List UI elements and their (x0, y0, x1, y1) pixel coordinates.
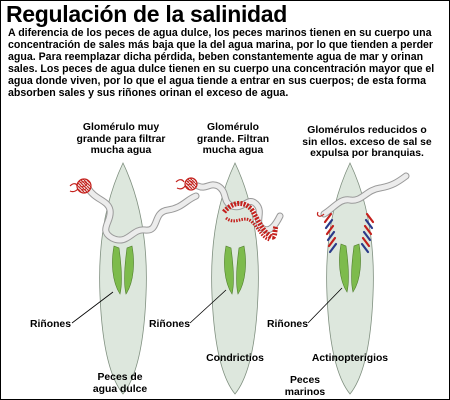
intro-paragraph: A diferencia de los peces de agua dulce,… (8, 27, 435, 99)
glomerulus-label-chondrichthyes: Glomérulo grande. Filtran mucha agua (183, 122, 283, 157)
label-line: mucha agua (90, 145, 152, 156)
label-line: marinos (284, 386, 326, 398)
label-line: Glomérulo (207, 122, 259, 133)
label-line: expulsa por branquias. (310, 148, 424, 159)
kidney-pointer-1 (71, 291, 114, 324)
kidney-icon-freshwater (112, 245, 134, 295)
page-title: Regulación de la salinidad (6, 1, 288, 27)
kidney-icon-actinopterygii (339, 243, 361, 293)
label-line: sin ellos. exceso de sal se (302, 136, 432, 148)
kidney-icon-chondrichthyes (224, 245, 246, 295)
kidney-label-freshwater: Riñones (30, 319, 71, 330)
kidney-pointer-2 (189, 289, 227, 324)
group-label-freshwater: Peces de agua dulce (75, 372, 165, 395)
kidney-pointer-3 (307, 287, 343, 324)
fish-body-freshwater (99, 162, 147, 395)
fish-body-chondrichthyes (211, 162, 259, 395)
label-line: Glomérulo muy (82, 122, 160, 133)
capillary-network-icon (222, 201, 279, 240)
label-line: mucha agua (202, 145, 264, 156)
name-label-actinopterygii: Actinopterigios (311, 353, 389, 364)
glomerulus-label-actinopterygii: Glomérulos reducidos o sin ellos. exceso… (288, 125, 446, 160)
group-label-marine: Peces marinos (270, 375, 340, 398)
gill-icon-right (360, 212, 375, 254)
label-line: grande. Filtran (196, 133, 270, 145)
gill-icon-left (323, 212, 338, 254)
label-line: grande para filtrar (76, 133, 166, 145)
glomerulus-label-freshwater: Glomérulo muy grande para filtrar mucha … (60, 122, 182, 157)
fish-body-actinopterygii (326, 162, 374, 395)
label-line: agua dulce (92, 383, 148, 395)
label-line: Peces de (97, 372, 143, 383)
kidney-label-actinopterygii: Riñones (267, 319, 308, 330)
label-line: Glomérulos reducidos o (307, 125, 427, 136)
label-line: Peces (289, 375, 321, 386)
kidney-label-chondrichthyes: Riñones (149, 319, 190, 330)
name-label-chondrichthyes: Condrictios (206, 353, 264, 364)
